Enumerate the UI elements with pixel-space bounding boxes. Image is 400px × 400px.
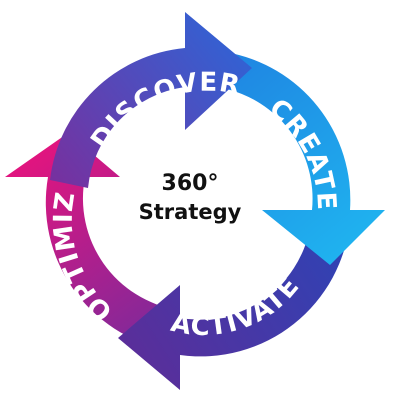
center-subtitle: Strategy <box>139 200 242 224</box>
activate-arc <box>118 220 350 390</box>
stage-label-activate: ACTIVATE <box>168 271 306 342</box>
optimize-arc <box>5 133 178 350</box>
center-title: 360° <box>162 171 219 196</box>
create-arc <box>222 52 385 265</box>
discover-arc <box>50 12 252 188</box>
